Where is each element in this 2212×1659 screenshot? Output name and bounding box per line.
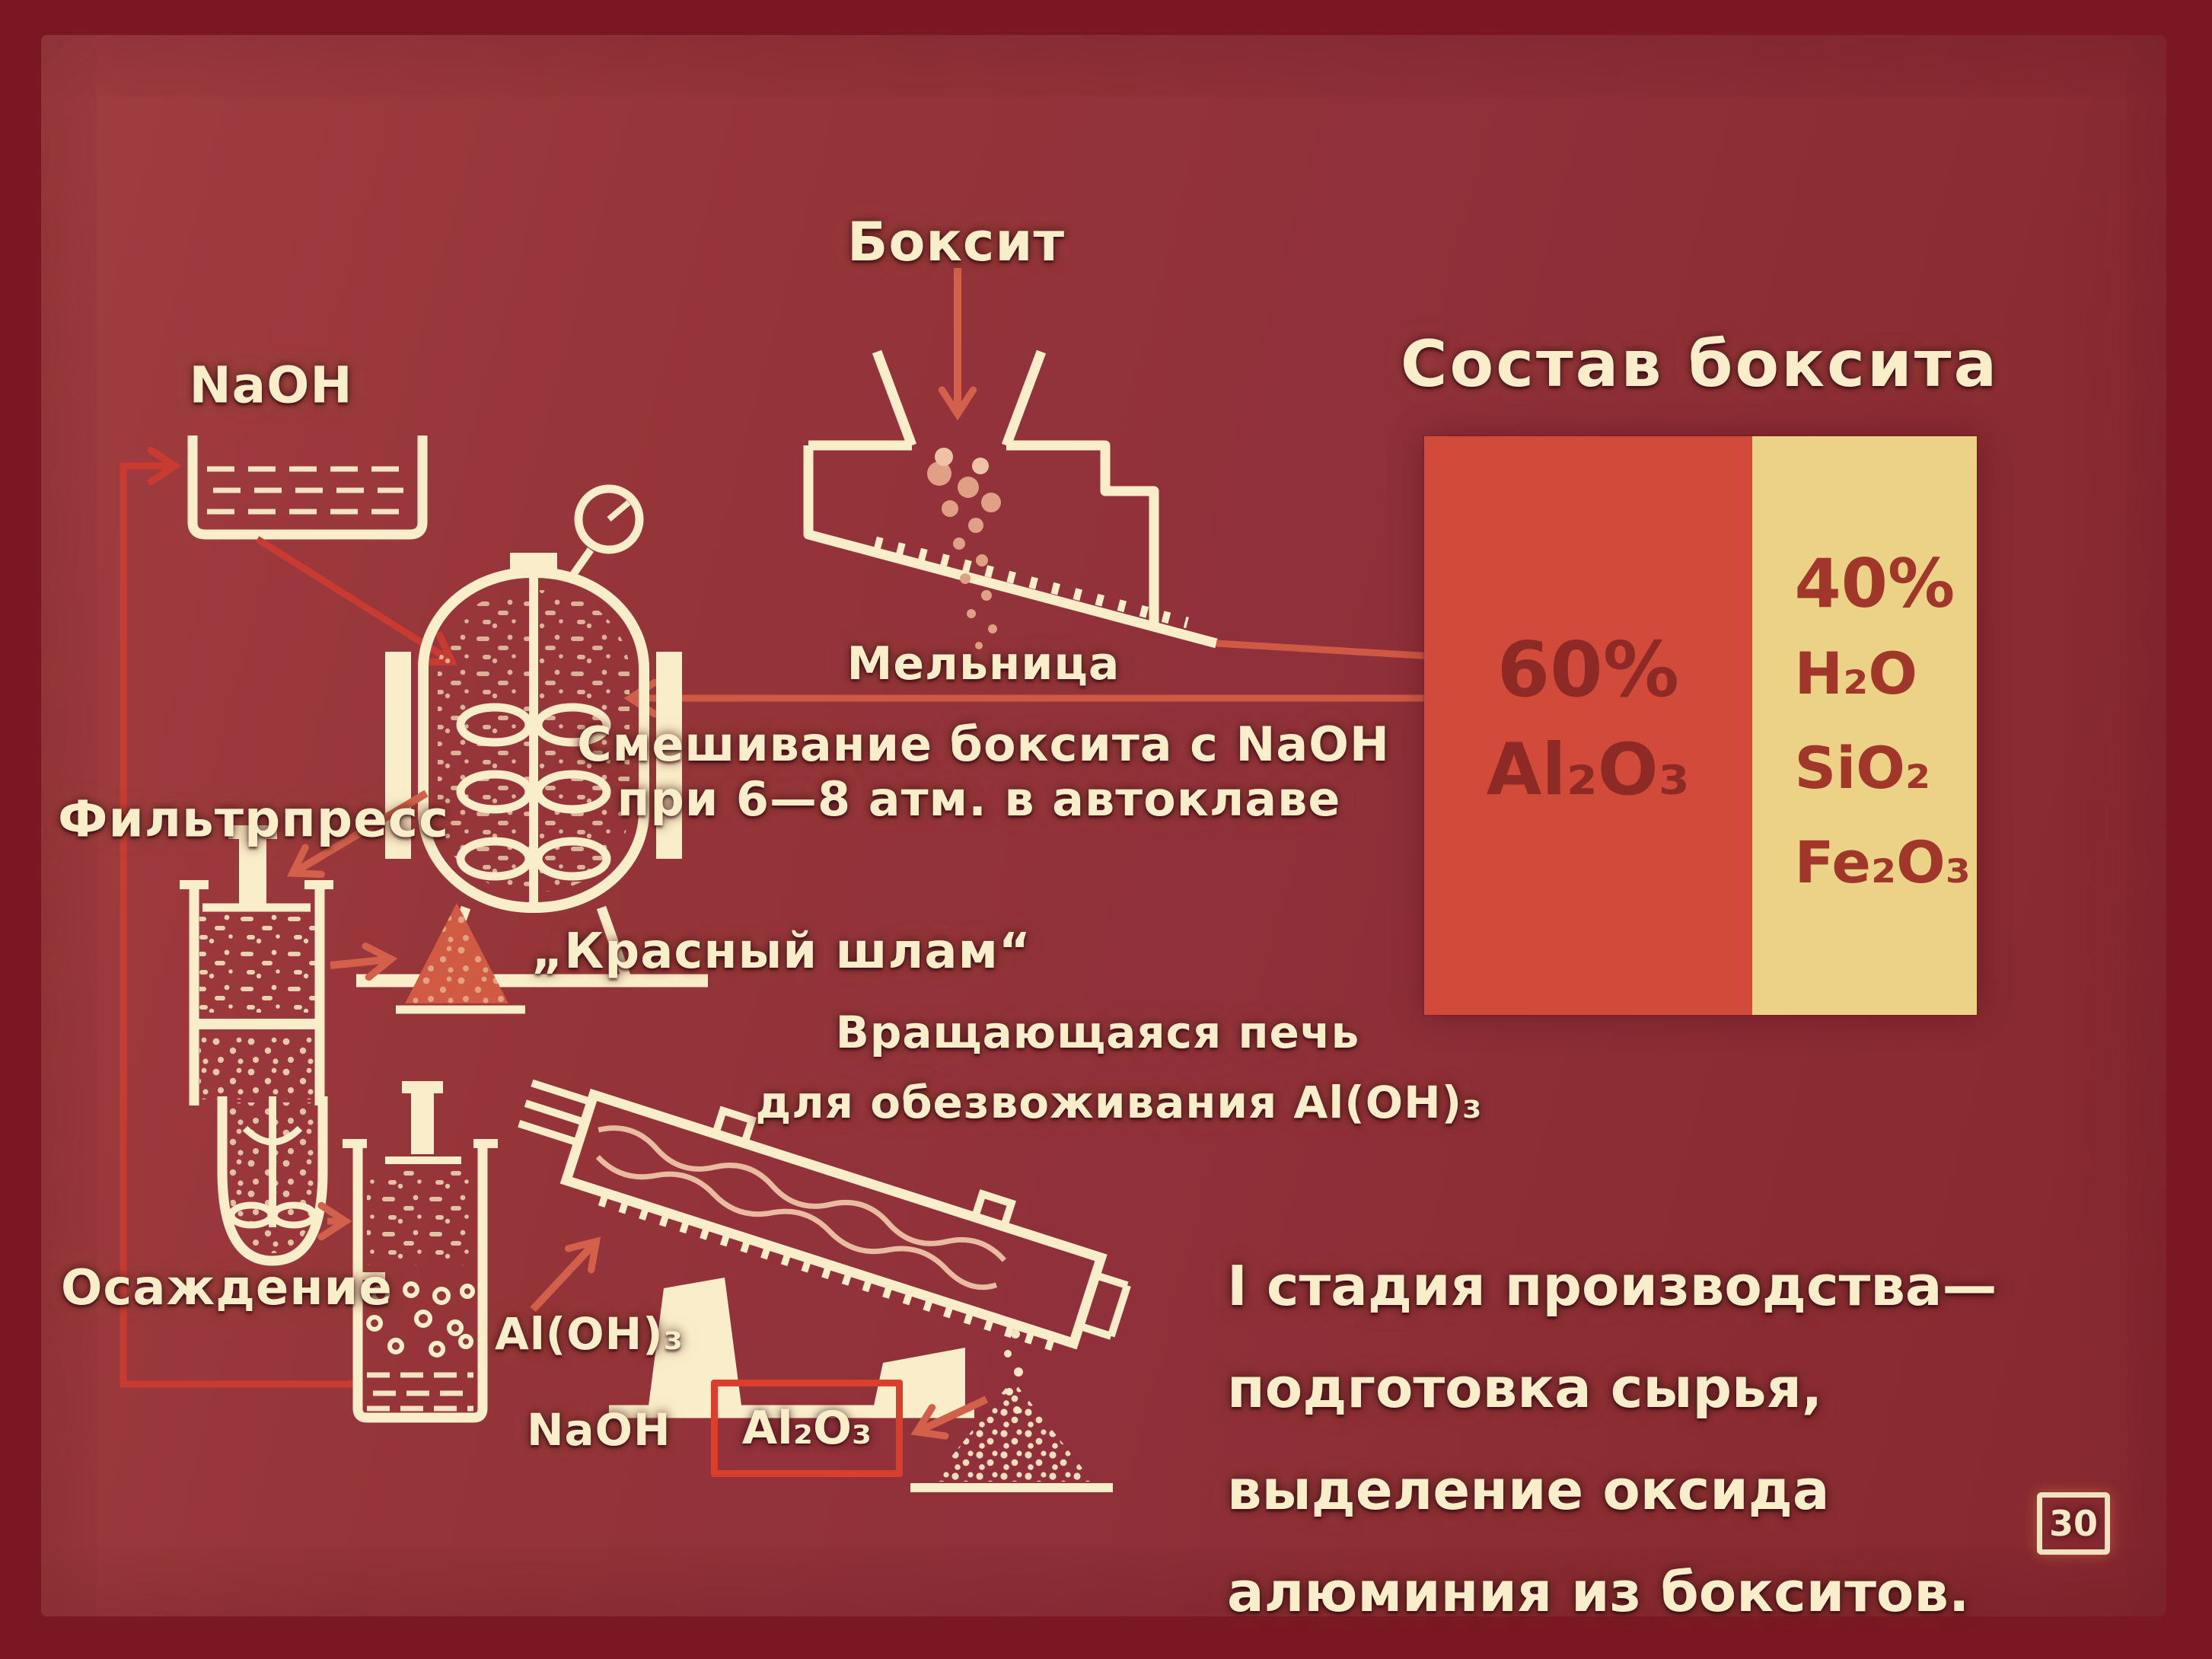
al2o3-formula-label: Al₂O₃ — [1486, 729, 1690, 812]
mill-label: Мельница — [846, 637, 1120, 691]
beaker-bubbles — [366, 1281, 475, 1358]
naoh-feed-label: NaOH — [189, 356, 353, 415]
red-mud-pile-icon — [396, 903, 525, 1014]
composition-title: Состав боксита — [1400, 327, 2000, 401]
al2o3-percent-label: 60% — [1496, 625, 1679, 714]
bauxite-pebbles — [927, 448, 1001, 649]
precipitation-vessel-icon — [217, 1096, 328, 1266]
chart-segment-impurities: 40% H₂O SiO₂ Fe₂O₃ — [1751, 436, 1977, 1015]
bauxite-composition-chart: 60% Al₂O₃ 40% H₂O SiO₂ Fe₂O₃ — [1424, 436, 1977, 1015]
pile-to-al2o3-arrow — [910, 1396, 989, 1440]
stage-caption-line2: подготовка сырья, — [1227, 1356, 1823, 1420]
stage-caption-line1: I стадия производства— — [1227, 1254, 1997, 1318]
al2o3-product-box: Al₂O₃ — [711, 1380, 903, 1477]
h2o-formula-label: H₂O — [1794, 640, 1918, 707]
kiln-caption-line1: Вращающаяся печь — [835, 1007, 1360, 1058]
precipitation-label: Осаждение — [61, 1260, 393, 1316]
red-mud-label: „Красный шлам“ — [531, 924, 1031, 980]
alumina-pile-icon — [910, 1380, 1113, 1492]
naoh-recycle-label: NaOH — [527, 1404, 671, 1456]
beaker-to-kiln-arrow — [530, 1236, 601, 1313]
naoh-tub-icon — [187, 435, 428, 540]
stage-caption-line4: алюминия из бокситов. — [1227, 1560, 1970, 1624]
filter-press-label: Фильтрпресс — [58, 790, 450, 849]
press-to-redmud-arrow — [330, 942, 398, 981]
kiln-exhaust-lines — [518, 1079, 590, 1146]
chart-segment-al2o3: 60% Al₂O₃ — [1424, 436, 1752, 1015]
bauxite-label: Боксит — [846, 211, 1066, 273]
al2o3-label: Al₂O₃ — [741, 1402, 872, 1455]
frame-number: 30 — [2048, 1503, 2098, 1544]
kiln-flames — [595, 1125, 1007, 1291]
mixing-caption-line1: Смешивание боксита с NaOH — [577, 716, 1390, 772]
naoh-recycle-loop-line — [120, 446, 457, 1388]
kiln-caption-line2: для обезвоживания Al(OH)₃ — [755, 1077, 1483, 1128]
sio2-formula-label: SiO₂ — [1794, 734, 1931, 802]
mixing-caption-line2: при 6—8 атм. в автоклаве — [617, 771, 1341, 827]
beaker-icon — [343, 1081, 498, 1423]
stage-caption-line3: выделение оксида — [1227, 1458, 1830, 1522]
stage-caption: I стадия производства— подготовка сырья,… — [1227, 1235, 1997, 1643]
pressure-gauge-icon — [569, 484, 644, 578]
fe2o3-formula-label: Fe₂O₃ — [1794, 828, 1971, 896]
frame-number-badge: 30 — [2037, 1492, 2110, 1555]
autoclave-to-press-arrow — [287, 790, 429, 878]
impurities-percent-label: 40% — [1794, 544, 1955, 623]
mill-icon — [803, 349, 1218, 649]
aloh3-label: Al(OH)₃ — [495, 1308, 684, 1360]
filter-press-icon — [180, 825, 333, 1105]
